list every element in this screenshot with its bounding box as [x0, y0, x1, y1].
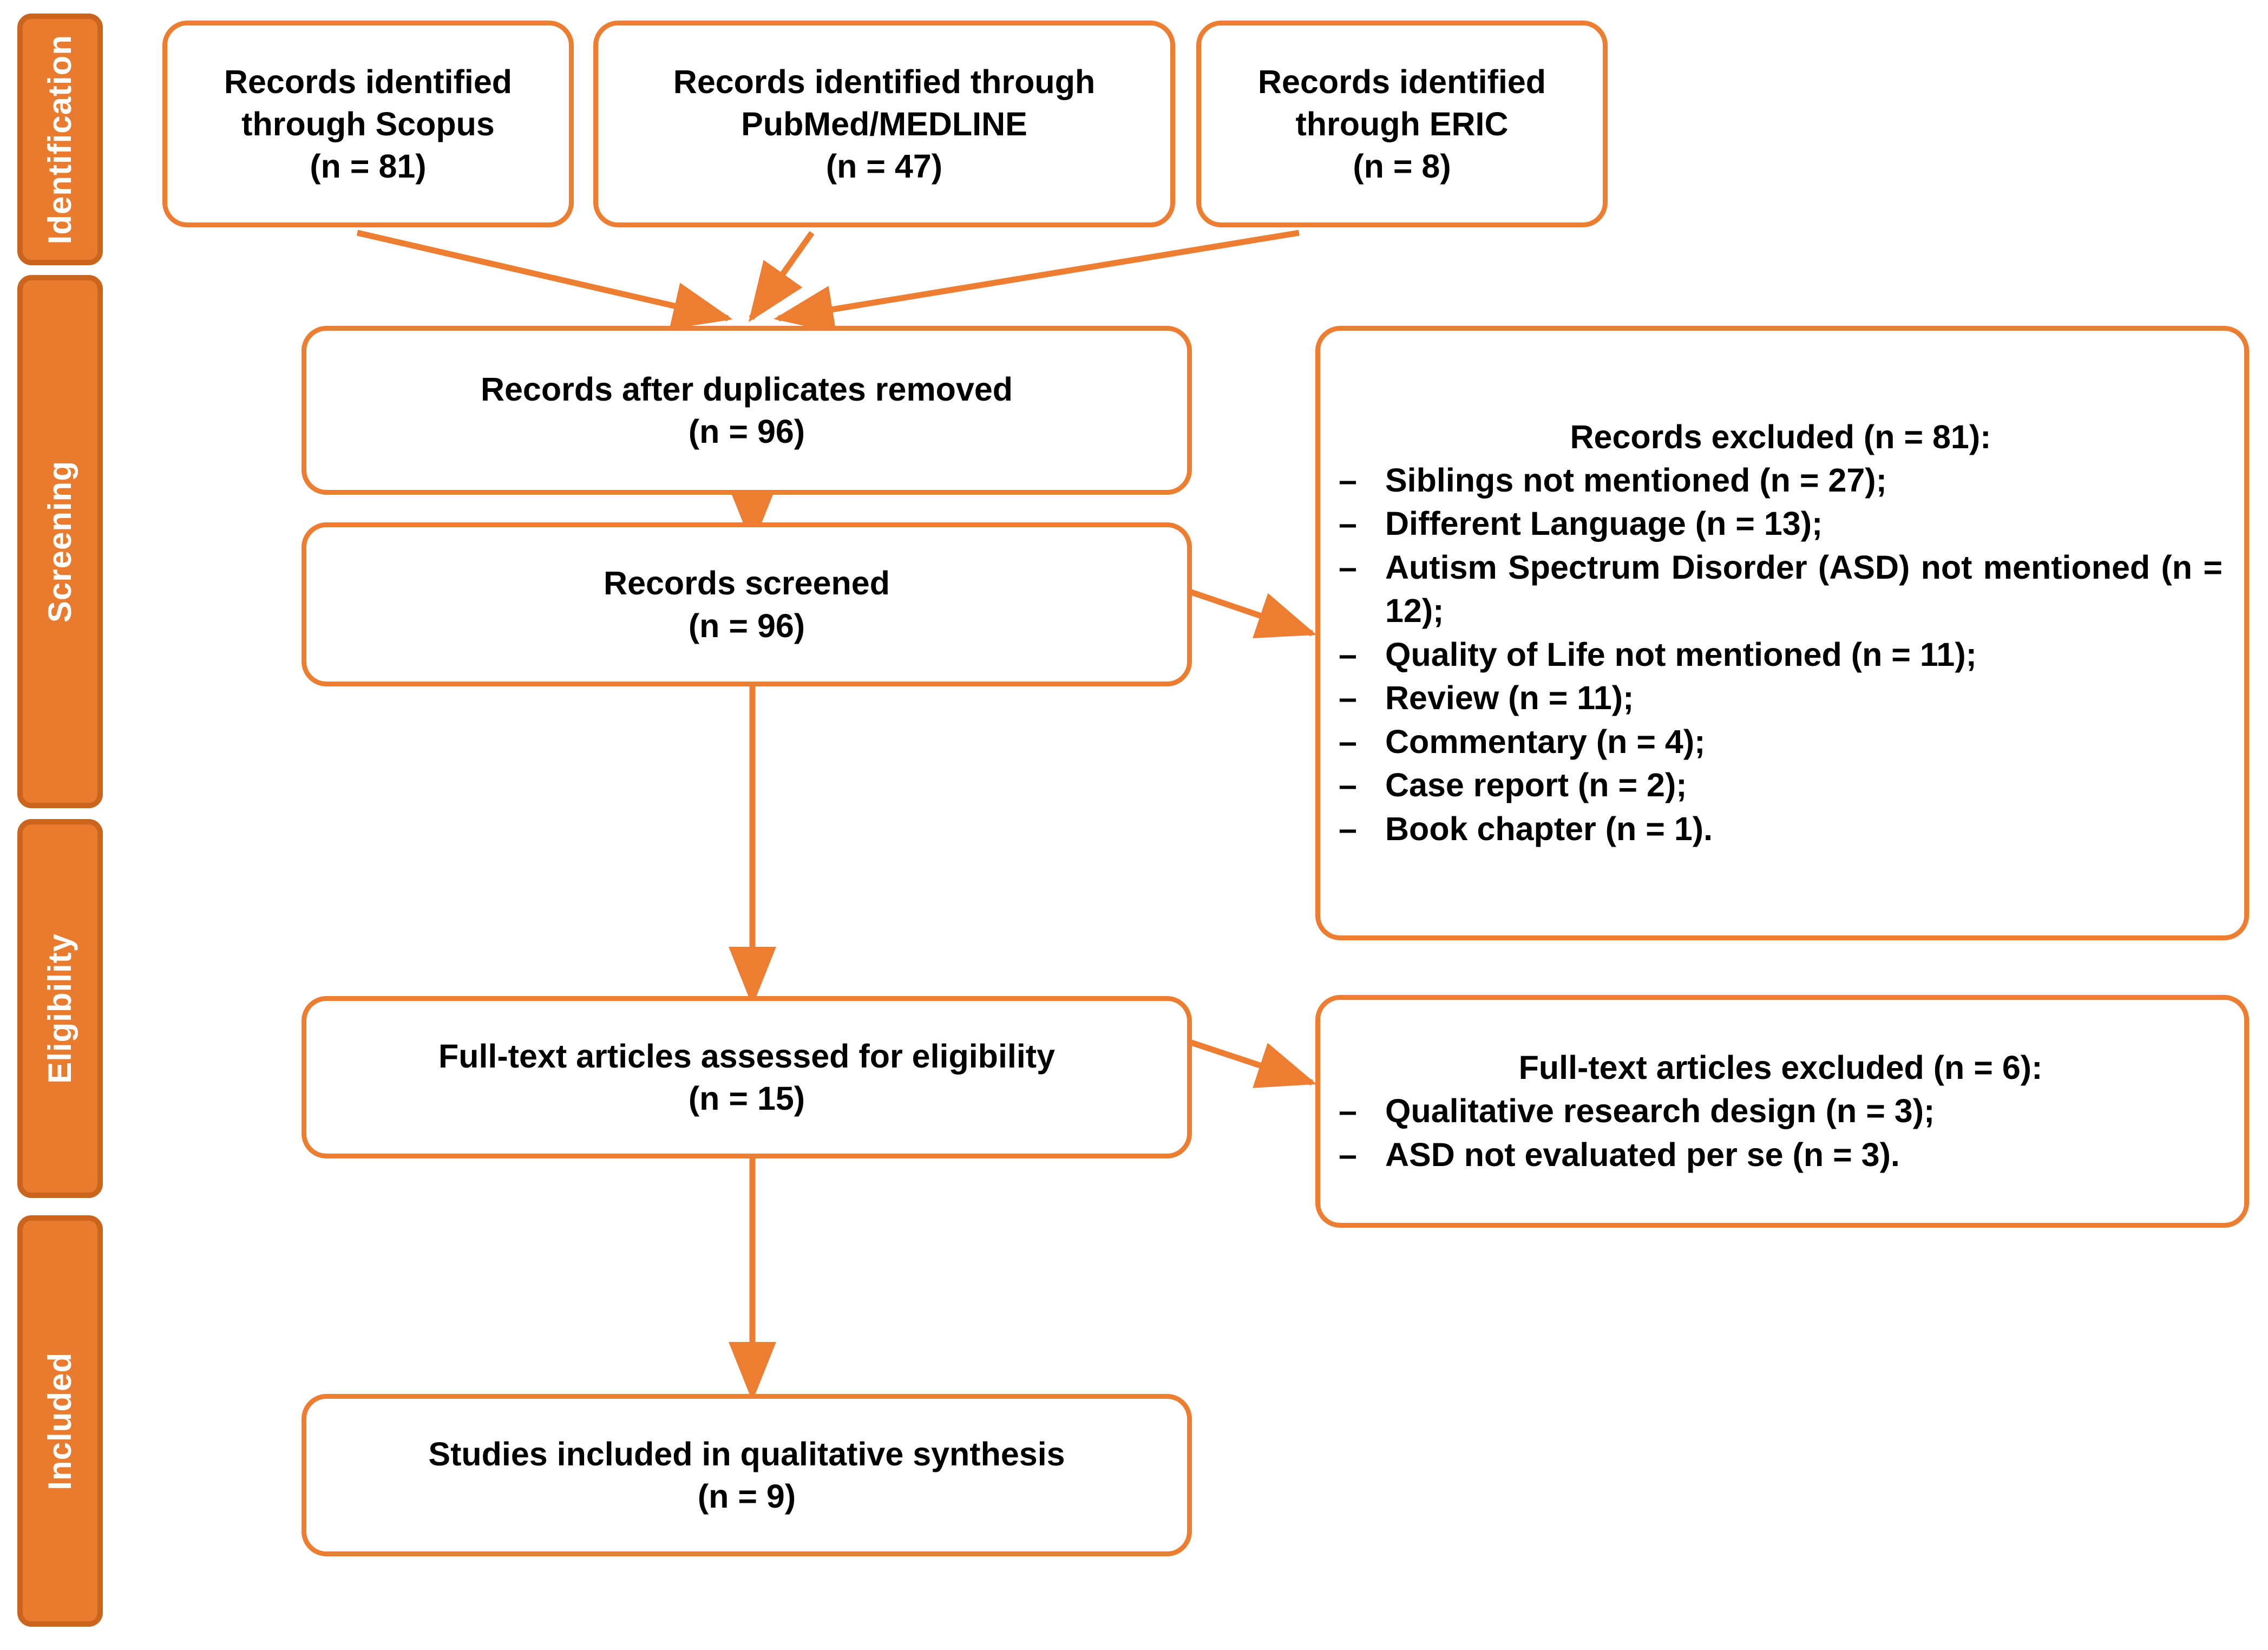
box-fulltext-articles-excluded: Full-text articles excluded (n = 6): – Q… [1315, 995, 2249, 1228]
arrow-screened-to-records-excluded [1189, 588, 1317, 639]
dash-bullet-icon: – [1339, 679, 1357, 717]
stage-bar-eligibility: Eligibility [17, 819, 103, 1198]
arrow-scopus-to-duplicates [356, 230, 733, 330]
box-fulltext-assessed-eligibility: Full-text articles assessed for eligibil… [301, 996, 1192, 1158]
records-excluded-item-2: Autism Spectrum Disorder (ASD) not menti… [1385, 548, 2223, 630]
list-item: – Quality of Life not mentioned (n = 11)… [1339, 633, 2223, 677]
records-excluded-item-4: Review (n = 11); [1385, 679, 1634, 717]
list-item: – Qualitative research design (n = 3); [1339, 1089, 2223, 1133]
fulltext-excluded-item-1: ASD not evaluated per se (n = 3). [1385, 1136, 1900, 1173]
pubmed-count: (n = 47) [825, 148, 943, 185]
dash-bullet-icon: – [1339, 723, 1357, 760]
stage-label-identification: Identification [42, 34, 78, 245]
list-item: – ASD not evaluated per se (n = 3). [1339, 1133, 2223, 1177]
records-excluded-item-3: Quality of Life not mentioned (n = 11); [1385, 636, 1977, 673]
included-label: Studies included in qualitative synthesi… [428, 1435, 1065, 1472]
dash-bullet-icon: – [1339, 505, 1357, 542]
pubmed-line1: Records identified through [673, 63, 1096, 100]
box-records-identified-scopus: Records identified through Scopus (n = 8… [162, 21, 574, 227]
stage-bar-included: Included [17, 1215, 103, 1627]
included-count: (n = 9) [697, 1478, 796, 1515]
list-item: – Review (n = 11); [1339, 676, 2223, 720]
box-records-identified-eric: Records identified through ERIC (n = 8) [1196, 21, 1608, 227]
records-excluded-item-1: Different Language (n = 13); [1385, 505, 1823, 542]
arrow-eligibility-to-fulltext-excluded [1189, 1039, 1317, 1088]
fulltext-excluded-heading: Full-text articles excluded (n = 6): [1518, 1049, 2043, 1086]
screened-label: Records screened [604, 565, 890, 602]
stage-label-eligibility: Eligibility [42, 933, 78, 1084]
dash-bullet-icon: – [1339, 767, 1357, 804]
records-excluded-heading: Records excluded (n = 81): [1570, 418, 1991, 455]
eric-line2: through ERIC [1295, 105, 1509, 142]
dash-bullet-icon: – [1339, 1136, 1357, 1173]
box-studies-included: Studies included in qualitative synthesi… [301, 1394, 1192, 1556]
dash-bullet-icon: – [1339, 810, 1357, 847]
dash-bullet-icon: – [1339, 636, 1357, 673]
box-records-identified-pubmed: Records identified through PubMed/MEDLIN… [593, 21, 1175, 227]
fulltext-excluded-list: – Qualitative research design (n = 3); –… [1339, 1089, 2223, 1176]
stage-bar-screening: Screening [17, 275, 103, 808]
box-records-excluded: Records excluded (n = 81): – Siblings no… [1315, 326, 2249, 940]
list-item: – Siblings not mentioned (n = 27); [1339, 459, 2223, 502]
duplicates-count: (n = 96) [688, 413, 805, 450]
box-records-screened: Records screened (n = 96) [301, 522, 1192, 686]
records-excluded-item-7: Book chapter (n = 1). [1385, 810, 1713, 847]
records-excluded-item-5: Commentary (n = 4); [1385, 723, 1706, 760]
stage-bar-identification: Identification [17, 14, 103, 265]
list-item: – Different Language (n = 13); [1339, 502, 2223, 546]
box-records-after-duplicates-removed: Records after duplicates removed (n = 96… [301, 326, 1192, 495]
pubmed-line2: PubMed/MEDLINE [741, 105, 1027, 142]
arrow-pubmed-to-duplicates [748, 231, 815, 323]
duplicates-label: Records after duplicates removed [480, 370, 1013, 408]
dash-bullet-icon: – [1339, 1092, 1357, 1130]
list-item: – Book chapter (n = 1). [1339, 807, 2223, 851]
stage-label-screening: Screening [42, 460, 78, 623]
dash-bullet-icon: – [1339, 548, 1357, 586]
fulltext-excluded-item-0: Qualitative research design (n = 3); [1385, 1092, 1935, 1130]
eric-count: (n = 8) [1353, 148, 1451, 185]
dash-bullet-icon: – [1339, 461, 1357, 499]
scopus-line1: Records identified [224, 63, 513, 100]
list-item: – Autism Spectrum Disorder (ASD) not men… [1339, 546, 2223, 633]
eligibility-count: (n = 15) [688, 1080, 805, 1117]
records-excluded-item-0: Siblings not mentioned (n = 27); [1385, 461, 1887, 499]
records-excluded-item-6: Case report (n = 2); [1385, 767, 1687, 804]
list-item: – Commentary (n = 4); [1339, 720, 2223, 764]
eligibility-label: Full-text articles assessed for eligibil… [438, 1037, 1056, 1075]
eric-line1: Records identified [1257, 63, 1546, 100]
screened-count: (n = 96) [688, 607, 805, 644]
scopus-count: (n = 81) [310, 148, 427, 185]
stage-label-included: Included [42, 1352, 78, 1490]
records-excluded-list: – Siblings not mentioned (n = 27); – Dif… [1339, 459, 2223, 851]
arrow-eric-to-duplicates [774, 230, 1300, 333]
list-item: – Case report (n = 2); [1339, 763, 2223, 807]
scopus-line2: through Scopus [241, 105, 495, 142]
